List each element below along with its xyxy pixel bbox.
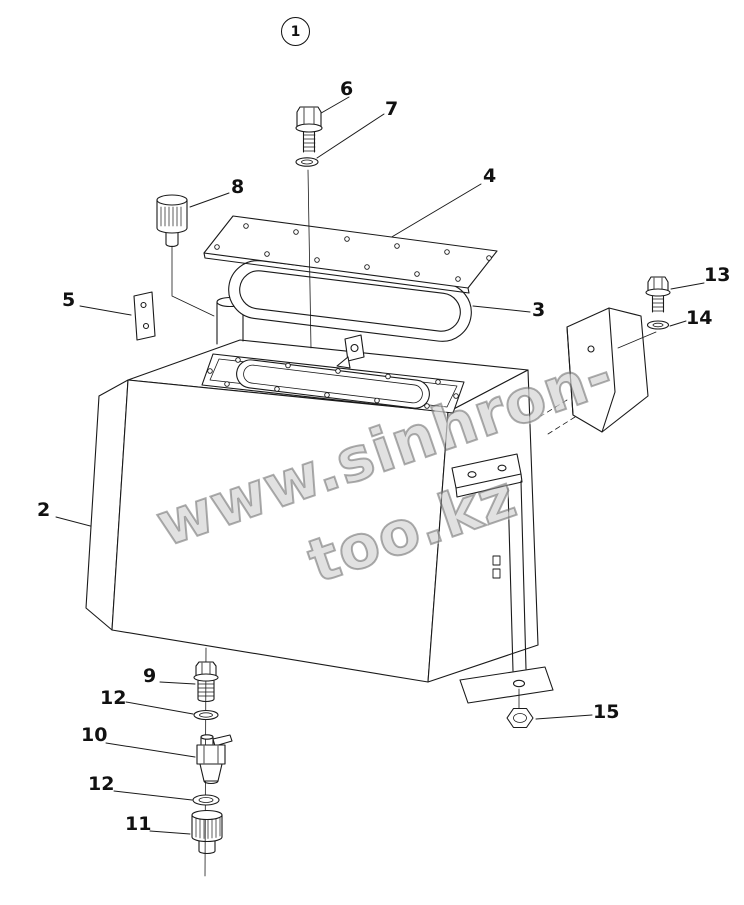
part-7-washer <box>295 157 319 167</box>
part-15-nut <box>506 707 534 729</box>
figure-number-circle: 1 <box>281 17 310 46</box>
part-14-washer <box>646 320 670 330</box>
part-4-cover-plate <box>203 215 498 294</box>
part-callout-6: 6 <box>340 78 354 100</box>
part-callout-12-lower: 12 <box>88 773 115 795</box>
part-6-bolt <box>295 106 323 153</box>
part-2-tank-body <box>85 296 539 683</box>
part-13-bolt <box>645 276 671 313</box>
part-callout-4: 4 <box>483 165 497 187</box>
figure-number: 1 <box>290 23 301 40</box>
foot-plate <box>459 666 554 709</box>
part-callout-5: 5 <box>62 289 76 311</box>
part-callout-3: 3 <box>532 299 546 321</box>
part-callout-2: 2 <box>37 499 51 521</box>
part-callout-12-upper: 12 <box>100 687 127 709</box>
right-mount-bracket <box>540 307 657 435</box>
part-8-breather-cap <box>156 194 188 248</box>
part-callout-14: 14 <box>686 307 713 329</box>
part-5-bracket <box>133 291 156 341</box>
part-10-valve <box>196 734 233 785</box>
part-12-washer-upper <box>193 709 219 721</box>
part-callout-7: 7 <box>385 98 399 120</box>
part-callout-10: 10 <box>81 724 108 746</box>
part-11-plug <box>191 809 223 855</box>
part-callout-9: 9 <box>143 665 157 687</box>
part-callout-15: 15 <box>593 701 620 723</box>
bolt-6-axis <box>307 169 312 349</box>
part-9-fitting <box>193 661 219 703</box>
flange-holes <box>207 357 459 409</box>
part-12-washer-lower <box>192 794 220 806</box>
part-callout-8: 8 <box>231 176 245 198</box>
part-callout-11: 11 <box>125 813 152 835</box>
part-callout-13: 13 <box>704 264 731 286</box>
